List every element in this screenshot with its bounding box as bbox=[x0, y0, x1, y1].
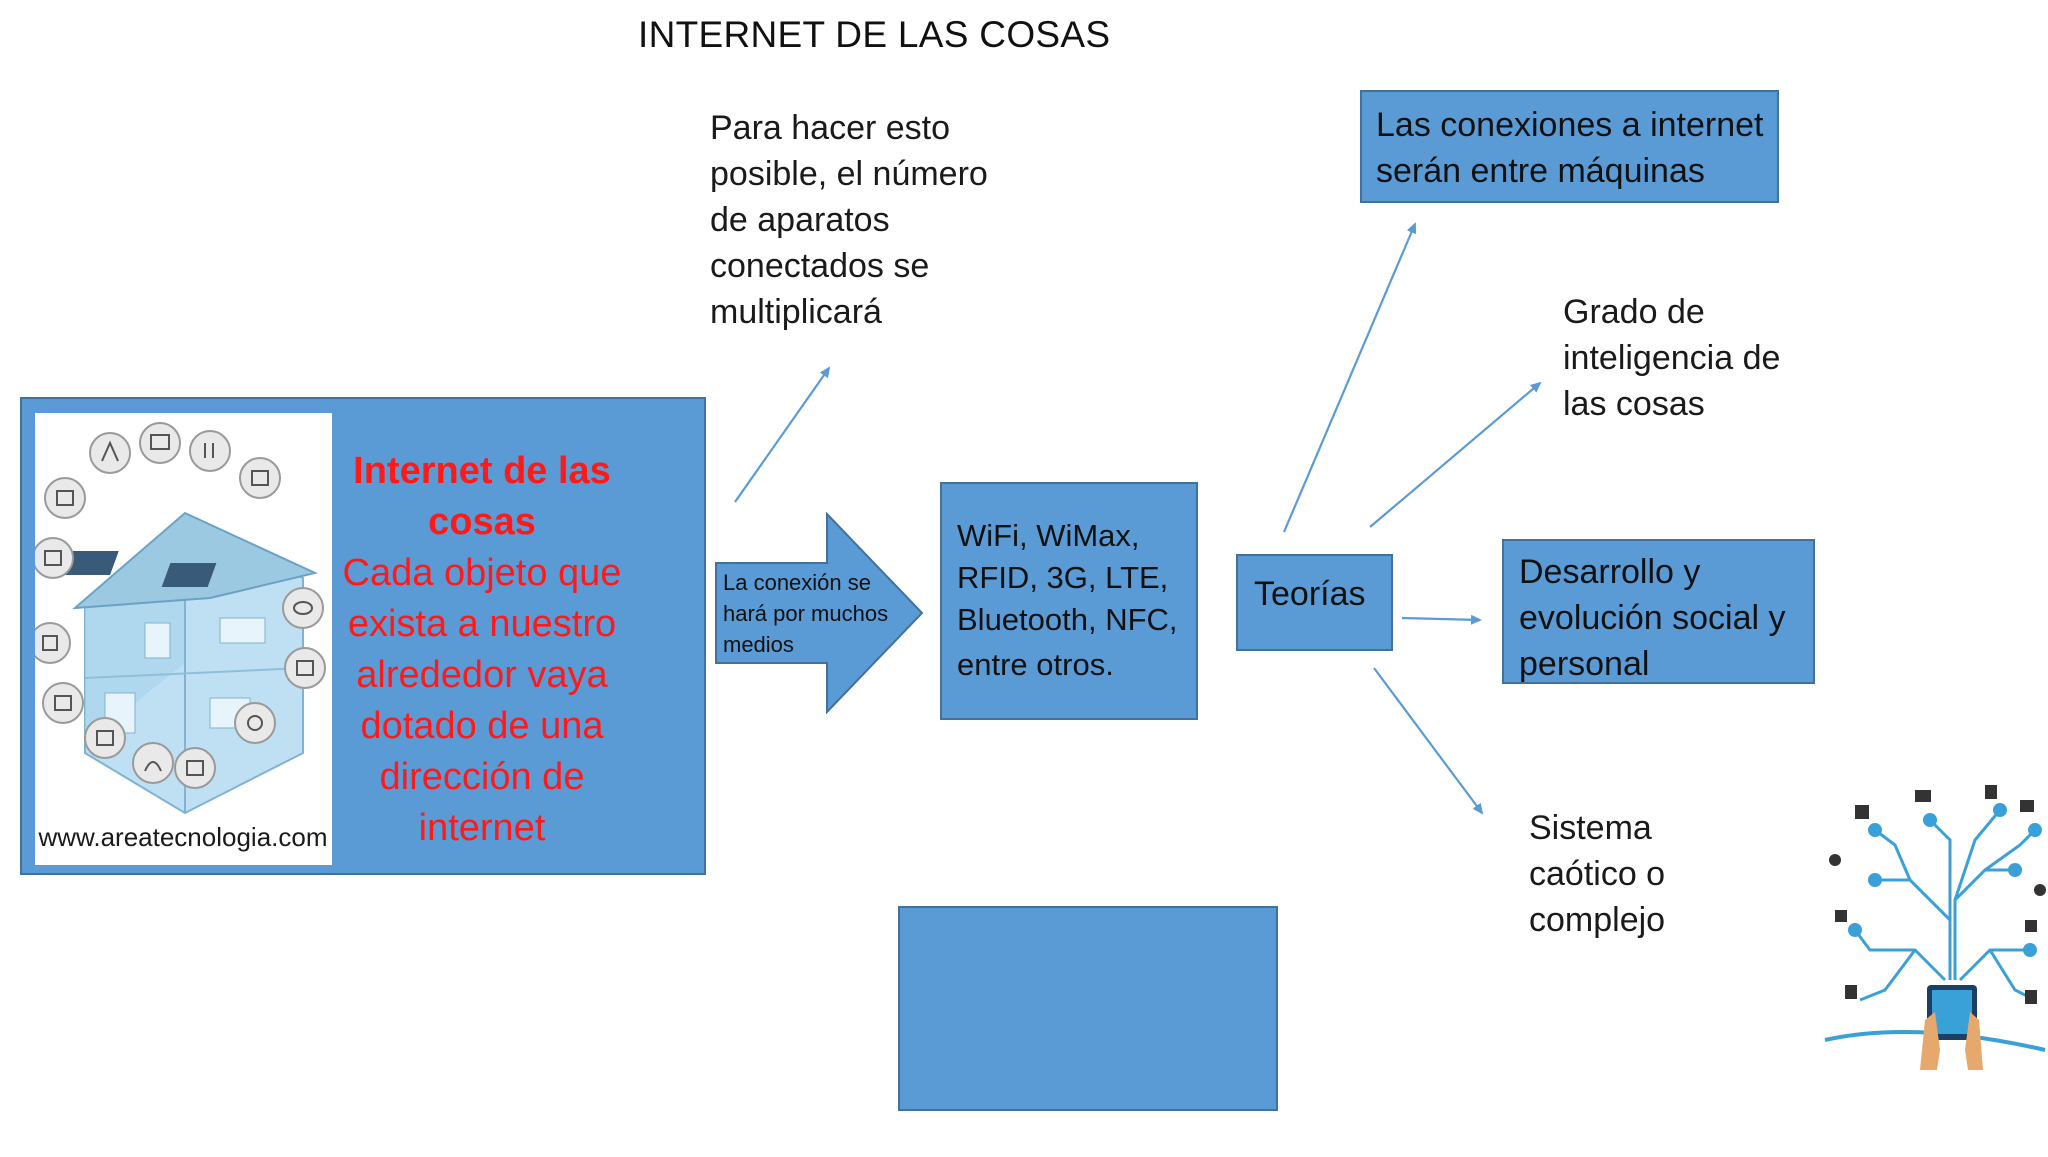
main-body-line-2: exista a nuestro bbox=[347, 603, 617, 645]
page-title: INTERNET DE LAS COSAS bbox=[638, 14, 1111, 55]
main-body-line-3: alrededor vaya bbox=[356, 654, 608, 696]
conexiones-line-1: Las conexiones a internet bbox=[1376, 106, 1764, 144]
arrow-teorias-to-desarrollo bbox=[1401, 614, 1482, 625]
sistema-line-3: complejo bbox=[1529, 901, 1666, 939]
arrow-teorias-to-conexiones bbox=[1282, 222, 1417, 533]
arrow-line-1: La conexión se bbox=[723, 570, 871, 595]
tech-line-3: Bluetooth, NFC, bbox=[957, 602, 1178, 637]
para-hacer-text: Para hacer esto posible, el número de ap… bbox=[710, 105, 1030, 335]
grado-line-3: las cosas bbox=[1563, 385, 1705, 423]
image-caption: www.areatecnologia.com bbox=[37, 822, 327, 852]
para-hacer-line-5: multiplicará bbox=[710, 293, 882, 331]
para-hacer-line-4: conectados se bbox=[710, 247, 930, 285]
block-arrow-text: La conexión se hará por muchos medios bbox=[723, 567, 913, 660]
smart-house-image: www.areatecnologia.com bbox=[35, 413, 332, 865]
technologies-text: WiFi, WiMax, RFID, 3G, LTE, Bluetooth, N… bbox=[957, 515, 1197, 689]
theories-label: Teorías bbox=[1254, 575, 1366, 613]
main-body-line-1: Cada objeto que bbox=[342, 552, 622, 594]
sistema-line-2: caótico o bbox=[1529, 855, 1666, 893]
theories-box bbox=[1236, 554, 1393, 651]
grado-line-2: inteligencia de bbox=[1563, 339, 1781, 377]
arrow-teorias-to-sistema bbox=[1373, 667, 1484, 815]
block-arrow-shape bbox=[714, 512, 926, 714]
iot-network-graphic bbox=[1815, 750, 2048, 1070]
arrow-panel-to-para-hacer bbox=[734, 366, 831, 503]
grado-line-1: Grado de bbox=[1563, 293, 1705, 331]
arrow-line-3: medios bbox=[723, 632, 794, 657]
desarrollo-box bbox=[1502, 539, 1815, 684]
desarrollo-line-3: personal bbox=[1519, 645, 1650, 683]
para-hacer-line-2: posible, el número bbox=[710, 155, 988, 193]
main-panel-text: Internet de las cosas Cada objeto que ex… bbox=[332, 446, 632, 854]
arrow-teorias-to-grado bbox=[1369, 381, 1542, 528]
main-heading-line-1: Internet de las bbox=[353, 450, 611, 492]
tech-line-1: WiFi, WiMax, bbox=[957, 518, 1140, 553]
conexiones-box bbox=[1360, 90, 1779, 203]
main-body-line-6: internet bbox=[418, 807, 546, 849]
main-heading-line-2: cosas bbox=[428, 501, 536, 543]
sistema-text: Sistema caótico o complejo bbox=[1529, 805, 1729, 943]
para-hacer-line-3: de aparatos bbox=[710, 201, 890, 239]
arrow-line-2: hará por muchos bbox=[723, 601, 889, 626]
desarrollo-text: Desarrollo y evolución social y personal bbox=[1519, 549, 1815, 687]
technologies-box bbox=[940, 482, 1198, 720]
tech-line-2: RFID, 3G, LTE, bbox=[957, 560, 1169, 595]
main-body-line-5: dirección de bbox=[379, 756, 585, 798]
desarrollo-line-2: evolución social y bbox=[1519, 599, 1786, 637]
main-body-line-4: dotado de una bbox=[360, 705, 604, 747]
conexiones-text: Las conexiones a internet serán entre má… bbox=[1376, 102, 1776, 194]
desarrollo-line-1: Desarrollo y bbox=[1519, 553, 1701, 591]
conexiones-line-2: serán entre máquinas bbox=[1376, 152, 1705, 190]
empty-box bbox=[898, 906, 1278, 1111]
sistema-line-1: Sistema bbox=[1529, 809, 1652, 847]
tech-line-4: entre otros. bbox=[957, 647, 1114, 682]
grado-text: Grado de inteligencia de las cosas bbox=[1563, 289, 1863, 427]
para-hacer-line-1: Para hacer esto bbox=[710, 109, 951, 147]
